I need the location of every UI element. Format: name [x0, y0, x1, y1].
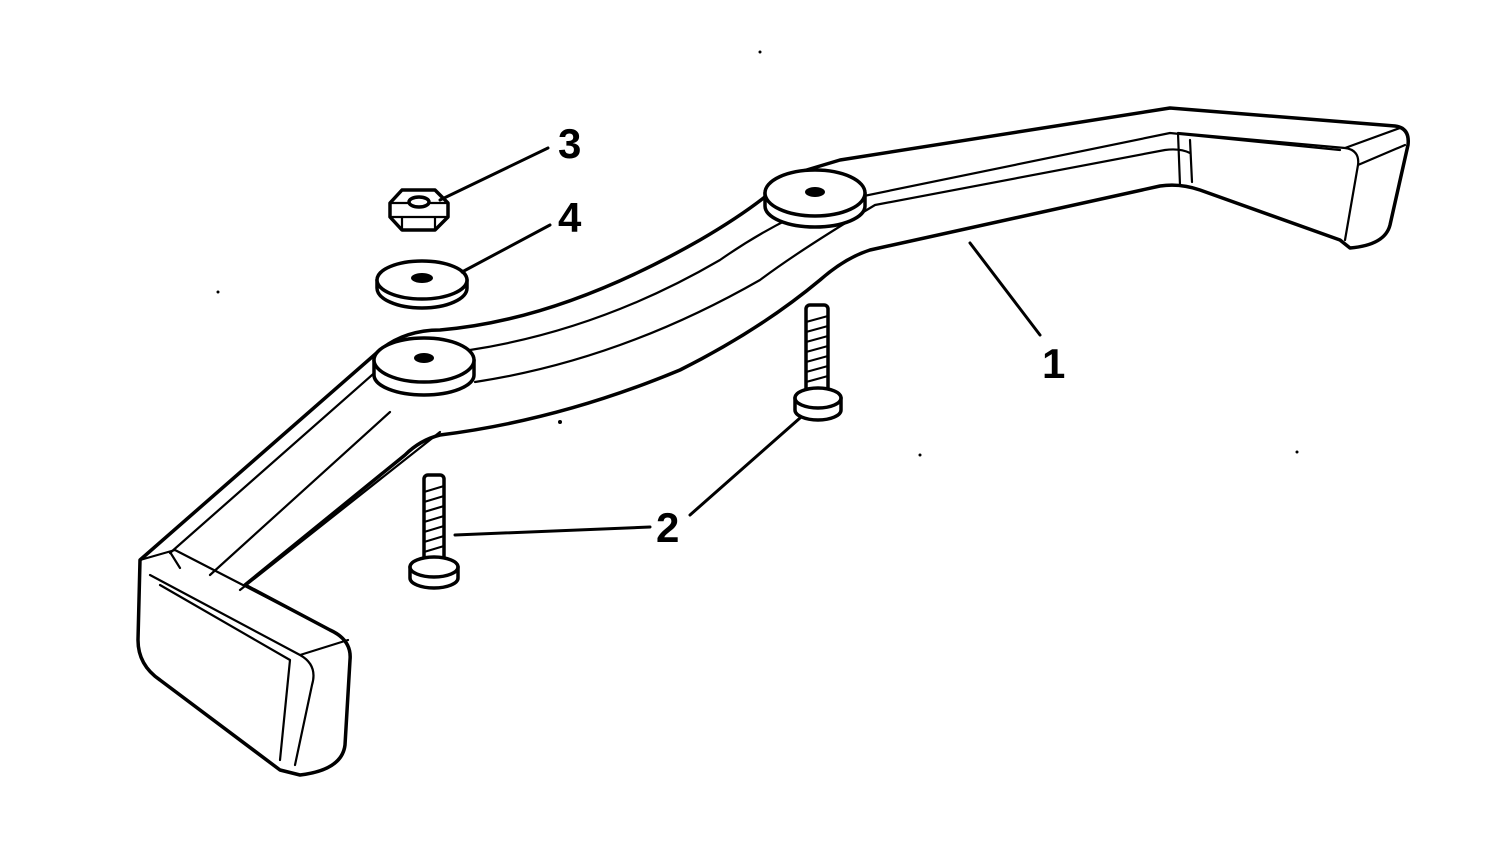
leader-part2-left — [453, 525, 652, 537]
handle-bar-outline — [136, 106, 1410, 777]
callout-4: 4 — [558, 194, 582, 241]
left-boss-hole — [414, 353, 434, 363]
left-boss — [372, 336, 476, 397]
screw-right-threads — [804, 314, 830, 384]
leader-part2-right — [688, 416, 802, 517]
leader-part4 — [460, 223, 552, 274]
screw-left-head — [408, 555, 460, 579]
left-end-pad — [138, 548, 350, 767]
callout-1: 1 — [1042, 340, 1065, 387]
callout-2: 2 — [656, 504, 679, 551]
left-end-face — [158, 583, 292, 762]
screw-right-head — [793, 386, 843, 410]
screw-right — [793, 303, 843, 422]
handle-lower-edge — [473, 148, 1192, 384]
leader-part3 — [438, 146, 550, 202]
washer — [375, 259, 469, 310]
callout-3: 3 — [558, 120, 581, 167]
right-boss — [763, 168, 867, 229]
hex-nut — [388, 188, 450, 232]
right-boss-hole — [805, 187, 825, 197]
screw-left — [408, 473, 460, 590]
speck — [918, 453, 922, 457]
right-end-face — [1188, 138, 1194, 184]
speck — [216, 290, 220, 294]
right-end-pad — [1176, 126, 1407, 242]
speck — [758, 50, 762, 54]
hex-nut-hole — [407, 195, 431, 209]
handle-bracket — [136, 106, 1410, 777]
speck — [1295, 450, 1299, 454]
washer-hole — [411, 273, 433, 283]
left-bar-inner — [208, 410, 442, 592]
screw-left-threads — [422, 484, 446, 554]
leader-part1 — [968, 241, 1042, 337]
leader-lines — [438, 146, 1042, 537]
speck — [558, 420, 562, 424]
